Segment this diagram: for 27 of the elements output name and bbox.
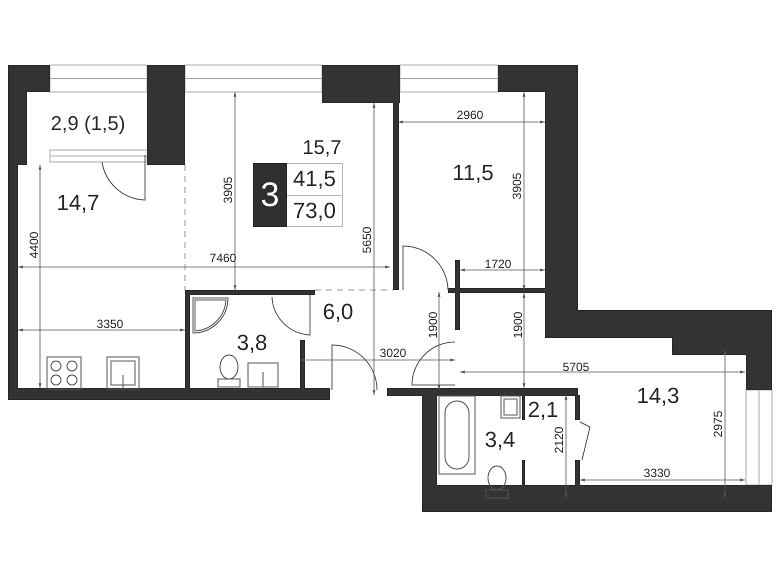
room-area: 3,4 xyxy=(484,429,516,451)
dimension-value: 3350 xyxy=(96,318,124,330)
apartment-badge xyxy=(253,163,343,227)
dimension-value: 5705 xyxy=(562,361,590,373)
dimension-value: 3330 xyxy=(644,467,670,479)
living-area: 41,5 xyxy=(287,164,342,196)
dimension-value: 2120 xyxy=(553,426,565,454)
total-area: 73,0 xyxy=(287,196,342,226)
room-area: 3,8 xyxy=(236,332,268,354)
dimension-value: 3020 xyxy=(380,347,406,359)
room-area: 14,7 xyxy=(56,192,100,214)
dimension-value: 1900 xyxy=(512,312,524,338)
dimension-value: 4400 xyxy=(28,232,40,258)
room-area: 11,5 xyxy=(452,162,494,184)
room-area: 2,9 (1,5) xyxy=(50,114,126,134)
room-area: 2,1 xyxy=(528,399,558,421)
dimension-value: 2975 xyxy=(712,410,724,438)
room-count: 3 xyxy=(253,163,287,227)
dimension-value: 1720 xyxy=(484,258,512,270)
dimension-value: 2960 xyxy=(456,109,484,121)
dimension-value: 3905 xyxy=(511,172,523,200)
room-area: 6,0 xyxy=(322,301,354,323)
room-area: 14,3 xyxy=(636,385,680,407)
room-area: 15,7 xyxy=(302,138,342,158)
dimension-value: 3905 xyxy=(222,176,234,204)
dimension-value: 5650 xyxy=(361,226,373,254)
dimension-value: 1900 xyxy=(427,312,439,338)
